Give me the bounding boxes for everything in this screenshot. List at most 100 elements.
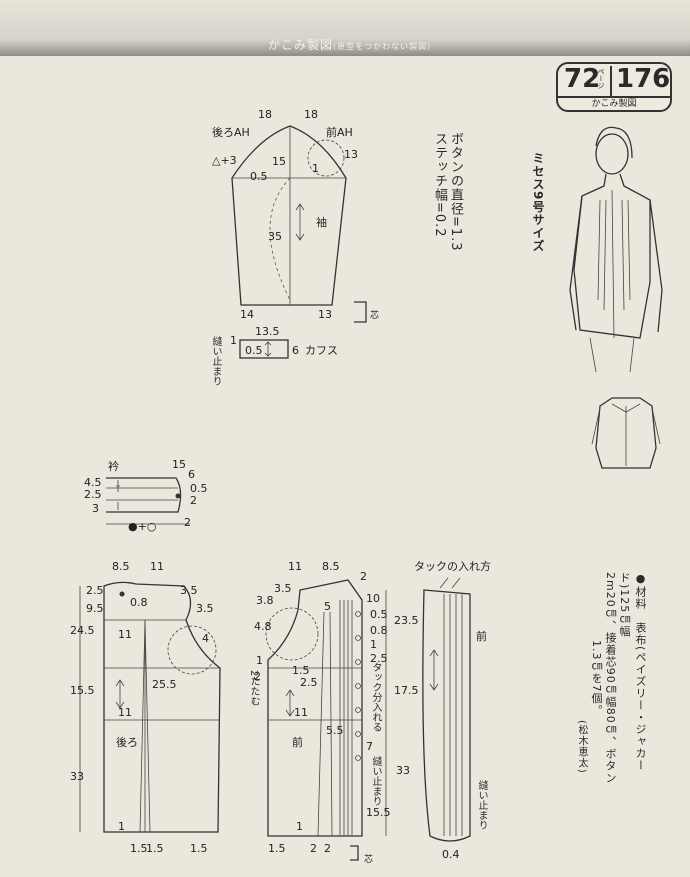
front-interfacing-mark bbox=[350, 845, 359, 861]
front-dim-8: 4.8 bbox=[254, 620, 272, 633]
collar-dim-7: 2 bbox=[190, 494, 197, 507]
back-dim-7: 3.5 bbox=[196, 602, 214, 615]
grain-arrow-sleeve bbox=[295, 203, 305, 241]
interfacing-mark bbox=[354, 301, 367, 323]
badge-label: かこみ製図 bbox=[558, 96, 670, 110]
front-stitch-end: 縫い止まり bbox=[370, 756, 381, 806]
blouse-body bbox=[573, 173, 651, 339]
cuff-dim-2: 1 bbox=[230, 334, 237, 347]
front-dim-4: 3.5 bbox=[274, 582, 292, 595]
collar-dim-9: ●+○ bbox=[128, 520, 156, 533]
back-dim-15: 1 bbox=[118, 820, 125, 833]
sleeve-dim-8: 35 bbox=[268, 230, 282, 243]
left-sleeve bbox=[569, 195, 583, 331]
back-dim-18: 1.5 bbox=[190, 842, 208, 855]
sleeve-detail-circle bbox=[307, 139, 345, 177]
front-dim-25: 2 bbox=[324, 842, 331, 855]
back-armhole-circle bbox=[167, 625, 217, 675]
sleeve-dim-1: 18 bbox=[258, 108, 272, 121]
figure-head bbox=[595, 133, 629, 175]
collar-arrow-1 bbox=[116, 480, 120, 492]
grain-arrow-tuck bbox=[429, 649, 439, 691]
front-dim-23: 1.5 bbox=[268, 842, 286, 855]
back-name: 後ろ bbox=[116, 735, 138, 749]
collar-dim-4: 2.5 bbox=[84, 488, 102, 501]
front-dim-12: 1 bbox=[256, 654, 263, 667]
back-dim-6: 0.8 bbox=[130, 596, 148, 609]
badge-page-unit: ページ bbox=[597, 68, 605, 89]
materials-line1: ●材料 表布(ペイズリー・ジャカード)125㎝幅 bbox=[618, 572, 647, 772]
back-dim-4: 3.5 bbox=[180, 584, 198, 597]
sleeve-dim-3: 13 bbox=[344, 148, 358, 161]
blouse-illustration bbox=[569, 126, 663, 469]
tuck-marks bbox=[439, 577, 461, 589]
sleeve-dim-2: 18 bbox=[304, 108, 318, 121]
front-dim-2: 8.5 bbox=[322, 560, 340, 573]
front-dim-5: 3.8 bbox=[256, 594, 274, 607]
tuck-stitch-end: 縫い止まり bbox=[476, 780, 487, 830]
front-dim-10: 0.8 bbox=[370, 624, 388, 637]
sleeve-dim-4: 15 bbox=[272, 155, 286, 168]
front-dim-1: 11 bbox=[288, 560, 302, 573]
placket-line bbox=[611, 189, 615, 339]
button-note-line1: ボタンの直径=1.3 bbox=[448, 132, 463, 252]
button-note: ボタンの直径=1.3 bbox=[446, 132, 465, 282]
front-tuck-in: タック分入れる bbox=[370, 662, 381, 732]
collar-outline bbox=[106, 477, 182, 513]
front-dim-16: 2.5 bbox=[300, 676, 318, 689]
cuff-name: カフス bbox=[305, 344, 338, 357]
header-subtitle: (原型をつかわない製図) bbox=[333, 42, 432, 51]
front-dim-19: 7 bbox=[366, 740, 373, 753]
front-dim-24: 2 bbox=[310, 842, 317, 855]
page-title: かこみ製図(原型をつかわない製図) bbox=[268, 36, 431, 53]
size-note: ミセス9号サイズ bbox=[531, 152, 545, 253]
front-dim-7: 10 bbox=[366, 592, 380, 605]
front-dim-14: 2 bbox=[254, 670, 261, 683]
sleeve-dim-7: 0.5 bbox=[250, 170, 268, 183]
back-view-sleeves bbox=[591, 407, 661, 445]
collar-dim-3: 4.5 bbox=[84, 476, 102, 489]
badge-number: 176 bbox=[616, 64, 671, 94]
sleeve-pattern: 袖 後ろAH 前AH 18 18 13 15 1 △+3 0.5 35 14 1… bbox=[212, 108, 379, 359]
sleeve-name: 袖 bbox=[316, 215, 327, 229]
back-dim-10: 4 bbox=[202, 632, 209, 645]
front-dim-18: 5.5 bbox=[326, 724, 344, 737]
tuck-front: 前 bbox=[476, 629, 487, 643]
materials-line3: 1.3㎝を7個。 bbox=[590, 640, 603, 717]
back-dim-16: 1.5 bbox=[130, 842, 148, 855]
back-dim-17: 1.5 bbox=[146, 842, 164, 855]
front-dim-13: 2.5 bbox=[370, 652, 388, 665]
stitch-note: ステッチ幅=0.2 bbox=[430, 132, 449, 282]
collar-dim-5: 3 bbox=[92, 502, 99, 515]
back-dart bbox=[139, 619, 151, 833]
collar-dim-1: 15 bbox=[172, 458, 186, 471]
collar-dim-6: 0.5 bbox=[190, 482, 208, 495]
collar-pattern: 衿 15 6 4.5 2.5 3 0.5 2 2 ●+○ bbox=[84, 458, 208, 533]
front-dim-22: 1 bbox=[296, 820, 303, 833]
cuff-dim-4: 6 bbox=[292, 344, 299, 357]
badge-divider bbox=[610, 66, 612, 96]
front-interfacing: 芯 bbox=[364, 853, 373, 865]
cuff-stitch-end: 縫い止まり bbox=[210, 336, 221, 386]
front-fold: 2たたむ bbox=[248, 670, 259, 707]
sleeve-dim-9: 14 bbox=[240, 308, 254, 321]
front-armhole-circle bbox=[265, 607, 319, 661]
front-dim-17: 11 bbox=[294, 706, 308, 719]
back-view-body bbox=[595, 397, 657, 469]
back-dim-5: 9.5 bbox=[86, 602, 104, 615]
front-outline bbox=[267, 579, 363, 837]
back-dim-1: 8.5 bbox=[112, 560, 130, 573]
sleeve-front-ah: 前AH bbox=[326, 125, 353, 139]
grain-arrow-back bbox=[115, 679, 125, 709]
back-dim-11: 15.5 bbox=[70, 684, 95, 697]
collar-name: 衿 bbox=[108, 459, 119, 473]
tuck-dim-2: 17.5 bbox=[394, 684, 419, 697]
back-dim-12: 25.5 bbox=[152, 678, 177, 691]
front-pattern: 前 11 8.5 2 3.5 3.8 5 10 4.8 0.5 0.8 1 1 … bbox=[254, 560, 410, 865]
front-dim-21: 15.5 bbox=[366, 806, 391, 819]
back-dim-9: 11 bbox=[118, 628, 132, 641]
front-dim-9: 0.5 bbox=[370, 608, 388, 621]
cuff-dim-1: 13.5 bbox=[255, 325, 280, 338]
cuff-rect bbox=[239, 339, 289, 359]
